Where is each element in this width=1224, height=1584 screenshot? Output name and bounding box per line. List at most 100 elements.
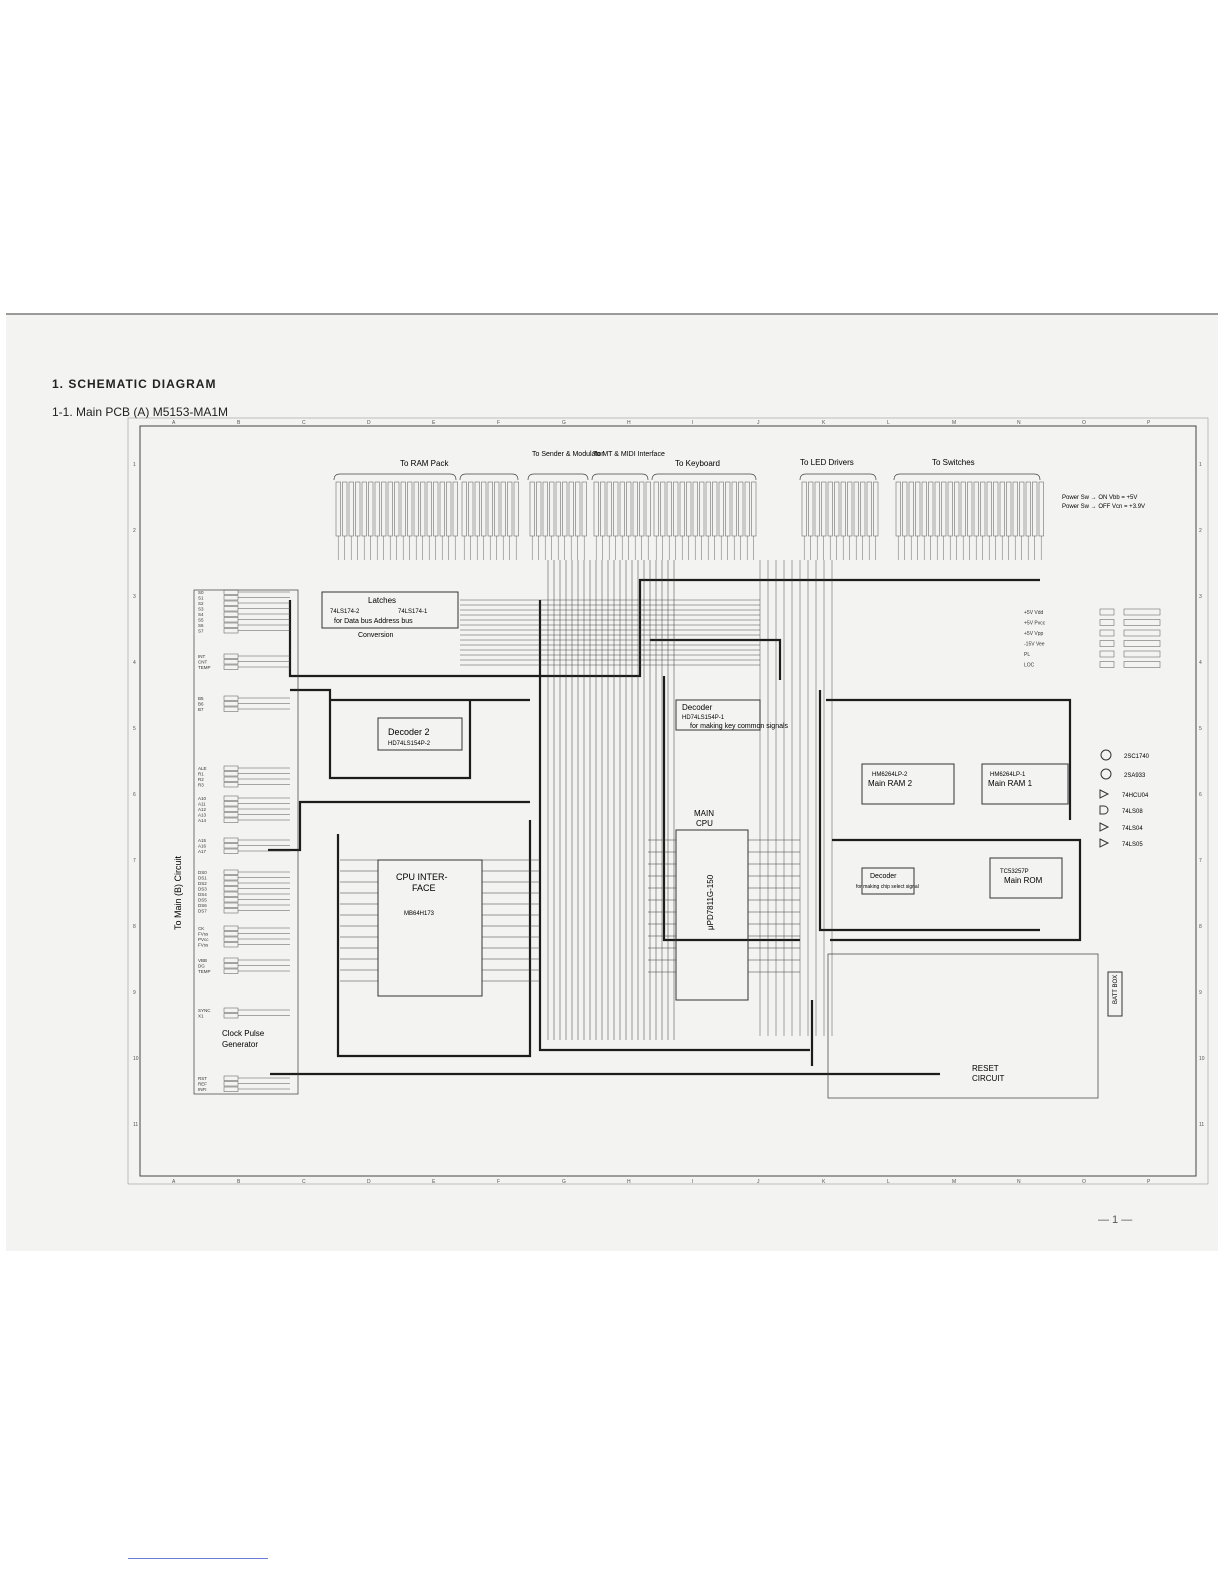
signal-pin — [223, 1013, 239, 1019]
signal-label: A10 — [198, 796, 207, 801]
connector-pin — [947, 481, 953, 537]
grid-row-right: 3 — [1199, 594, 1202, 600]
signal-pin — [223, 701, 239, 707]
grid-col-bottom: B — [237, 1179, 241, 1185]
connector-pin — [1032, 481, 1038, 537]
decoder-chip-block — [861, 867, 915, 895]
connector-pin — [660, 481, 666, 537]
grid-row-right: 9 — [1199, 990, 1202, 996]
grid-col-top: I — [692, 420, 693, 426]
connector-pin — [1019, 481, 1025, 537]
signal-label: ALE — [198, 766, 207, 771]
heavy-bus — [818, 690, 1040, 932]
grid-col-top: E — [432, 420, 436, 426]
connector-pin — [606, 481, 612, 537]
footer-rule — [128, 1558, 268, 1559]
connector-pin — [973, 481, 979, 537]
connector-pins — [333, 473, 1044, 560]
signal-pin — [223, 806, 239, 812]
connector-pin — [673, 481, 679, 537]
connector-pin — [692, 481, 698, 537]
signal-pin — [223, 968, 239, 974]
connector-pin — [613, 481, 619, 537]
connector-pin — [481, 481, 487, 537]
label-switches: To Switches — [932, 458, 975, 467]
legend-74ls08: 74LS08 — [1122, 809, 1143, 815]
connector-pin — [725, 481, 731, 537]
label-keyboard: To Keyboard — [675, 459, 720, 468]
connector-pin — [361, 481, 367, 537]
connector-pin — [507, 481, 513, 537]
connector-pin — [686, 481, 692, 537]
grid-row-right: 7 — [1199, 858, 1202, 864]
connector-bracket — [459, 473, 519, 481]
connector-pin — [487, 481, 493, 537]
connector-pin — [653, 481, 659, 537]
grid-col-bottom: P — [1147, 1179, 1151, 1185]
signal-label: S0 — [198, 590, 204, 595]
signal-pin — [223, 880, 239, 886]
legend-74hcu04: 74HCU04 — [1122, 793, 1149, 799]
heavy-bus — [290, 688, 472, 780]
signal-label: A11 — [198, 802, 206, 807]
signal-pin — [223, 1075, 239, 1081]
batt-box — [1107, 971, 1123, 1017]
inverter-icon — [1099, 789, 1110, 799]
power-pin — [1099, 608, 1115, 616]
signal-pin — [223, 936, 239, 942]
grid-col-bottom: A — [172, 1179, 176, 1185]
connector-bracket — [799, 473, 877, 481]
connector-pin — [866, 481, 872, 537]
main-rom-block — [989, 857, 1063, 899]
signal-pin — [223, 776, 239, 782]
grid-row-right: 2 — [1199, 528, 1202, 534]
signal-label: SYNC — [198, 1008, 211, 1013]
label-main-b: To Main (B) Circuit — [173, 855, 183, 930]
decoder2-part: HD74LS154P-2 — [388, 741, 431, 747]
signal-label: R1 — [198, 772, 204, 777]
connector-pin — [801, 481, 807, 537]
connector-pin — [494, 481, 500, 537]
signal-pin — [223, 1007, 239, 1013]
connector-pin — [355, 481, 361, 537]
power-pin — [1123, 661, 1161, 668]
connector-pin — [555, 481, 561, 537]
main-cpu-label2: CPU — [696, 819, 713, 828]
signal-pin — [223, 942, 239, 948]
connector-pin — [575, 481, 581, 537]
signal-pin — [223, 801, 239, 807]
signal-label: DS6 — [198, 903, 207, 908]
grid-col-top: C — [302, 420, 306, 426]
connector-pin — [593, 481, 599, 537]
connector-bracket — [893, 473, 1041, 481]
signal-pin — [223, 611, 239, 617]
connector-pin — [452, 481, 458, 537]
power-pin — [1123, 629, 1161, 637]
grid-col-bottom: M — [952, 1179, 956, 1185]
decoder-chip-label: Decoder — [870, 873, 897, 880]
connector-pin — [542, 481, 548, 537]
signal-label: S3 — [198, 607, 204, 612]
signal-pin — [223, 1086, 239, 1092]
label-ram-pack: To RAM Pack — [400, 459, 449, 468]
signal-pin — [223, 925, 239, 931]
signal-pin — [223, 622, 239, 628]
signal-pin — [223, 617, 239, 623]
grid-col-bottom: C — [302, 1179, 306, 1185]
grid-row-left: 9 — [133, 990, 136, 996]
power-pin — [1099, 619, 1115, 626]
connector-pin — [400, 481, 406, 537]
power-pin — [1123, 650, 1161, 658]
signal-label: DS2 — [198, 881, 207, 886]
signal-label: A12 — [198, 807, 207, 812]
connector-pin — [705, 481, 711, 537]
signal-label: A16 — [198, 844, 207, 849]
connector-pin — [718, 481, 724, 537]
power-label: +5V Pvcc — [1024, 621, 1046, 627]
power-label: +5V Vdd — [1024, 610, 1044, 616]
signal-label: DS3 — [198, 887, 207, 892]
signal-label: S7 — [198, 629, 204, 634]
grid-col-top: D — [367, 420, 371, 426]
power-note-2: Power Sw → OFF Vcn = +3.9V — [1062, 504, 1145, 510]
